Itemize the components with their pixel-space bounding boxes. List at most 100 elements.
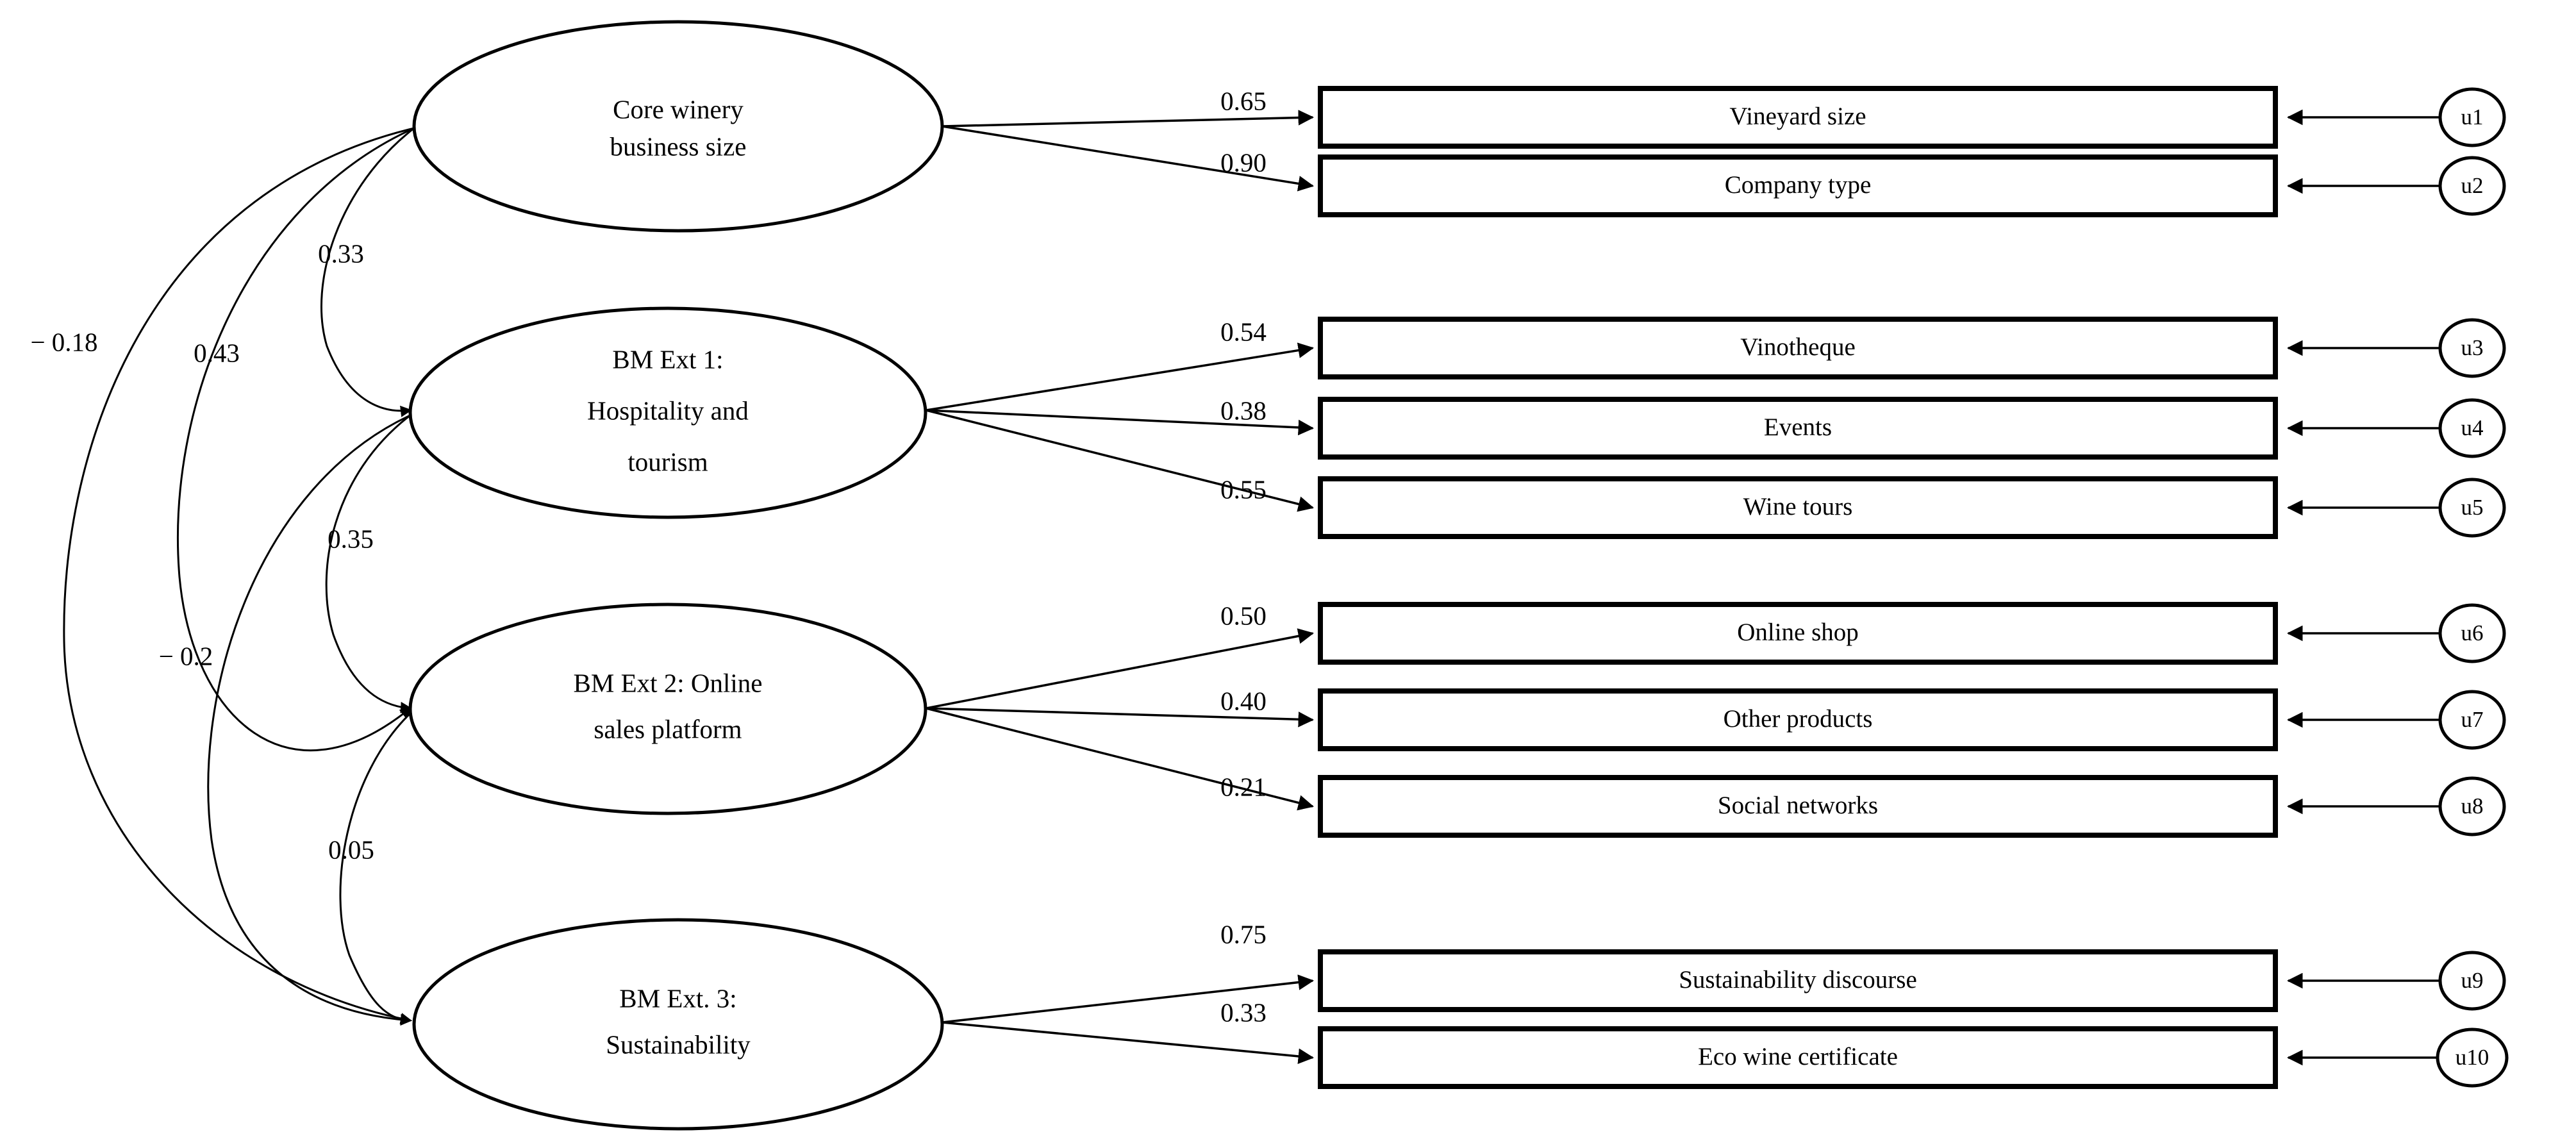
indicator-box-i2[interactable]: Company type [1318,154,2278,217]
latent-label-line-3: tourism [627,447,708,476]
loading-arrow-f3-i8 [926,707,1314,811]
error-circle-shape[interactable] [2438,478,2506,538]
error-label: u1 [2461,104,2484,129]
loading-arrow-f1-i2 [942,125,1315,192]
error-node-u8[interactable]: u8 [2438,776,2506,836]
error-label: u8 [2461,794,2484,819]
indicator-box-i8[interactable]: Social networks [1318,775,2278,838]
latent-ellipse-shape[interactable] [408,603,927,815]
correlation-curve-f1-f2 [320,117,426,417]
loading-arrow-f1-i1 [942,110,1315,128]
correlation-label-f1-f3: 0.43 [194,338,240,367]
latent-ellipse-shape[interactable] [412,918,944,1131]
error-arrows-group [2286,109,2441,1066]
error-circle-shape[interactable] [2438,318,2506,378]
latent-label-line-1: BM Ext 2: Online [574,668,763,697]
loading-arrow-f2-i3 [926,342,1315,412]
loading-arrow-f2-i4 [926,409,1315,436]
correlation-curve-f2-f4 [207,406,422,1026]
correlation-label-f1-f2: 0.33 [318,238,364,268]
loading-arrow-f4-i10 [942,1021,1315,1065]
loading-label-i8: 0.21 [1220,772,1267,801]
error-node-u6[interactable]: u6 [2438,603,2506,663]
latent-ellipse-shape[interactable] [412,20,944,233]
latent-ellipse-shape[interactable] [408,306,927,519]
indicator-box-rect[interactable] [1318,317,2278,379]
correlation-curves-group [63,117,426,1026]
error-label: u2 [2461,173,2484,198]
error-circle-shape[interactable] [2438,156,2506,216]
error-circle-shape[interactable] [2438,776,2506,836]
indicator-box-rect[interactable] [1318,1026,2278,1089]
error-node-u4[interactable]: u4 [2438,398,2506,458]
indicator-label: Company type [1725,171,1872,199]
indicator-label: Wine tours [1743,493,1853,520]
indicator-box-i6[interactable]: Online shop [1318,602,2278,665]
indicator-box-rect[interactable] [1318,602,2278,665]
error-node-u5[interactable]: u5 [2438,478,2506,538]
indicator-box-i7[interactable]: Other products [1318,688,2278,751]
indicator-label: Vinotheque [1740,333,1856,361]
error-circle-shape[interactable] [2438,87,2506,147]
indicator-box-i10[interactable]: Eco wine certificate [1318,1026,2278,1089]
indicator-box-i3[interactable]: Vinotheque [1318,317,2278,379]
indicator-label: Sustainability discourse [1679,966,1917,994]
loading-label-i6: 0.50 [1220,601,1267,630]
latent-label-line-2: business size [610,131,747,161]
indicator-label: Other products [1724,705,1873,733]
latent-node-f4[interactable]: BM Ext. 3: Sustainability [412,918,944,1131]
indicator-label: Events [1764,413,1832,441]
error-circles-group: u1 u2 u3 u4 u5 u6 [2436,87,2509,1088]
error-node-u10[interactable]: u10 [2436,1027,2509,1088]
error-circle-shape[interactable] [2438,398,2506,458]
loading-arrow-f3-i7 [926,707,1315,728]
error-node-u7[interactable]: u7 [2438,690,2506,750]
indicator-box-i5[interactable]: Wine tours [1318,476,2278,539]
error-label: u9 [2461,968,2484,993]
latent-node-f2[interactable]: BM Ext 1: Hospitality and tourism [408,306,927,519]
indicator-box-rect[interactable] [1318,397,2278,460]
latent-label-line-1: BM Ext 1: [612,344,723,374]
error-node-u9[interactable]: u9 [2438,951,2506,1011]
loading-label-i7: 0.40 [1220,686,1267,715]
loading-arrow-f2-i5 [926,409,1314,512]
correlation-curve-f1-f4 [63,120,425,1024]
indicator-box-rect[interactable] [1318,949,2278,1012]
error-label: u3 [2461,335,2484,360]
correlation-curve-f3-f4 [339,703,422,1026]
indicator-label: Eco wine certificate [1698,1043,1898,1070]
indicator-label: Social networks [1718,792,1878,819]
indicator-box-i9[interactable]: Sustainability discourse [1318,949,2278,1012]
correlation-labels-group: − 0.18 0.43 0.33 0.35 − 0.2 0.05 [30,238,374,864]
indicator-box-i1[interactable]: Vineyard size [1318,86,2278,149]
latent-node-f1[interactable]: Core winery business size [412,20,944,233]
latent-label-line-2: Hospitality and [587,395,749,425]
error-circle-shape[interactable] [2436,1027,2509,1088]
indicator-label: Vineyard size [1729,103,1866,130]
error-label: u7 [2461,707,2484,732]
indicator-box-rect[interactable] [1318,688,2278,751]
latent-label-line-1: BM Ext. 3: [619,983,736,1013]
latent-label-line-1: Core winery [613,94,744,124]
indicator-box-rect[interactable] [1318,154,2278,217]
latent-label-line-2: Sustainability [606,1029,751,1059]
indicator-box-rect[interactable] [1318,476,2278,539]
latent-ellipses-group: Core winery business size BM Ext 1: Hosp… [408,20,944,1131]
error-node-u3[interactable]: u3 [2438,318,2506,378]
indicator-box-rect[interactable] [1318,86,2278,149]
error-circle-shape[interactable] [2438,951,2506,1011]
error-circle-shape[interactable] [2438,603,2506,663]
latent-node-f3[interactable]: BM Ext 2: Online sales platform [408,603,927,815]
error-node-u1[interactable]: u1 [2438,87,2506,147]
loading-label-i1: 0.65 [1220,86,1267,115]
loading-arrow-f4-i9 [942,974,1315,1024]
loading-label-i4: 0.38 [1220,395,1267,425]
error-node-u2[interactable]: u2 [2438,156,2506,216]
indicator-box-rect[interactable] [1318,775,2278,838]
loading-label-i5: 0.55 [1220,474,1267,504]
latent-label-line-2: sales platform [594,714,742,744]
error-circle-shape[interactable] [2438,690,2506,750]
indicator-box-i4[interactable]: Events [1318,397,2278,460]
correlation-label-f3-f4: 0.05 [328,835,374,864]
